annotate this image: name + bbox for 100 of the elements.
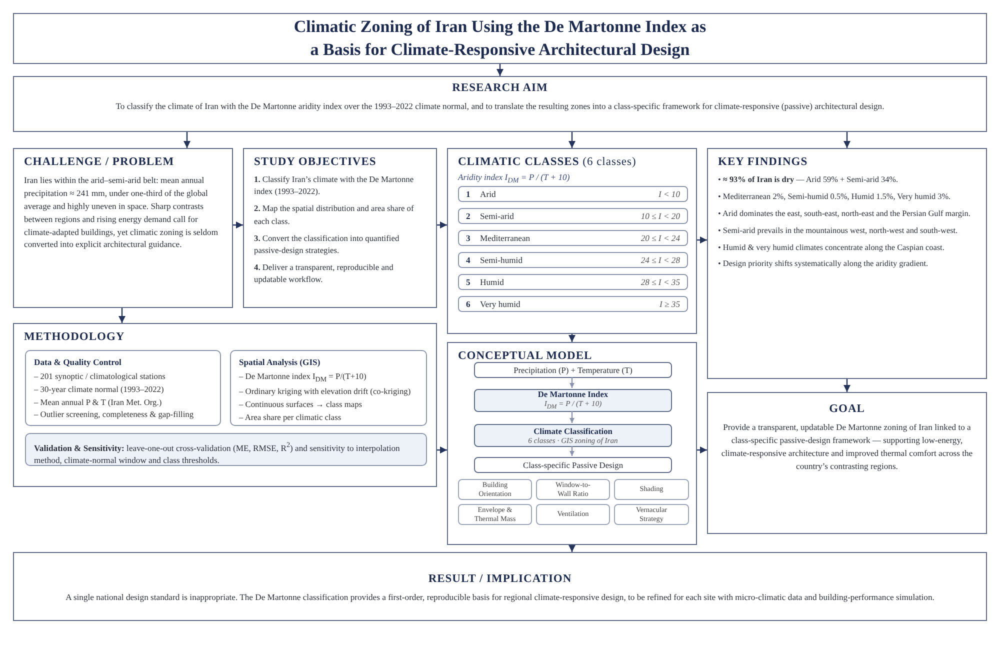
body-text: A single national design standard is inappropriate. The De Martonne classification provides a first-order, reproducible basis for regional climate-responsive design, to be refined for each site with micro-climatic data and building-performance simulation. (64, 591, 936, 604)
list-item: • Semi-arid prevails in the mountainous west, north-west and south-west. (718, 224, 959, 237)
list-item: • ≈ 93% of Iran is dry — Arid 59% + Semi-arid 34%. (718, 174, 900, 186)
list-item: • Design priority shifts systematically along the aridity gradient. (718, 258, 930, 270)
section-heading: KEY FINDINGS (718, 156, 809, 168)
class-row (458, 296, 688, 312)
class-number: 5 (466, 277, 472, 287)
list-item: – 30-year climate normal (1993–2022) (34, 384, 165, 396)
strategy-box (458, 504, 532, 525)
strategy-box (614, 504, 689, 525)
findings-panel (707, 148, 987, 379)
class-number: 4 (466, 255, 472, 265)
data-card (25, 350, 221, 426)
classification-box (474, 424, 672, 447)
section-heading: RESULT / IMPLICATION (427, 573, 573, 585)
class-number: 3 (466, 233, 472, 243)
list-item: 3. Convert the classification into quantified passive-design strategies. (254, 232, 400, 257)
list-item: – Continuous surfaces → class maps (239, 399, 364, 411)
section-heading: CHALLENGE / PROBLEM (24, 156, 176, 168)
problem-panel (13, 148, 233, 308)
list-item: – De Martonne index I$_{DM}$ = P/(T+10) (239, 371, 368, 386)
list-item: – Ordinary kriging with elevation drift (co-kriging) (239, 386, 412, 398)
body-text: To classify the climate of Iran with the De Martonne aridity index over the 1993–2022 climate normal, and to translate the resulting zones into a class-specific framework for climate-responsive (passive) architectural design. (114, 100, 886, 113)
strategy-box (536, 504, 610, 525)
card-heading: Spatial Analysis (GIS) (239, 357, 322, 367)
index-range: 28 ≤ I < 35 (640, 277, 680, 287)
title-box (13, 13, 987, 64)
arrow (496, 64, 504, 76)
list-item: 2. Map the spatial distribution and area share of each class. (254, 203, 415, 228)
index-range: 20 ≤ I < 24 (640, 233, 680, 243)
goal-panel (707, 392, 987, 534)
list-item: – Mean annual P & T (Iran Met. Org.) (34, 396, 163, 408)
arrow (118, 308, 126, 323)
classes-panel (447, 148, 697, 334)
class-row (458, 252, 688, 268)
model-panel (447, 342, 697, 545)
index-range: I ≥ 35 (660, 299, 680, 309)
section-heading: CLIMATIC CLASSES (6 classes) (458, 156, 638, 168)
box-title: Class-specific Passive Design (522, 460, 624, 470)
arrow (570, 377, 574, 388)
note-text: Validation & Sensitivity: leave-one-out cross-validation (ME, RMSE, R$^{2}$) and sensitivity to interpolation method, climate-normal window and class thresholds. (34, 440, 401, 466)
strategy-box (536, 479, 610, 500)
class-row (458, 186, 688, 202)
arrow (437, 222, 447, 228)
card-heading: Data & Quality Control (34, 357, 122, 367)
box-title: De Martonne Index (538, 390, 608, 400)
class-name: Very humid (480, 299, 522, 309)
result-panel (13, 552, 987, 621)
class-name: Semi-humid (480, 255, 524, 265)
class-row (458, 230, 688, 246)
design-box (474, 457, 672, 473)
section-heading: CONCEPTUAL MODEL (458, 350, 594, 362)
list-item: – Area share per climatic class (239, 412, 342, 424)
arrow (697, 446, 707, 454)
formula-text: Aridity index I$_{DM}$ = P / (T + 10) (458, 172, 571, 185)
class-name: Humid (480, 277, 505, 287)
analysis-card (230, 350, 427, 426)
strategy-box (614, 479, 689, 500)
body-text: Iran lies within the arid–semi-arid belt: mean annual precipitation ≈ 241 mm, under one-third of the global average and highly uneven in space. Sharp contrasts between regions and rising energy demand call for climate-adapted buildings, yet climatic zoning is seldom converted into explicit architectural guidance. (24, 174, 220, 252)
section-heading: STUDY OBJECTIVES (254, 156, 378, 168)
validation-card (25, 433, 427, 466)
arrow (570, 446, 574, 456)
input-box (474, 362, 672, 378)
index-range: 10 ≤ I < 20 (640, 211, 680, 221)
methodology-panel (13, 323, 437, 487)
class-row (458, 274, 688, 290)
list-item: 4. Deliver a transparent, reproducible and updatable workflow. (254, 262, 394, 286)
arrow (233, 222, 243, 228)
arrow (568, 334, 576, 342)
arrow (844, 379, 850, 392)
index-range: 24 ≤ I < 28 (640, 255, 680, 265)
class-number: 6 (466, 299, 472, 309)
list-item: • Humid & very humid climates concentrate along the Caspian coast. (718, 242, 946, 254)
arrow (184, 132, 190, 148)
arrow (437, 446, 447, 454)
aim-panel (13, 76, 987, 132)
class-number: 1 (466, 189, 472, 199)
index-range: I < 10 (658, 189, 680, 199)
class-name: Arid (480, 189, 497, 199)
class-row (458, 208, 688, 224)
list-item: 1. Classify Iran’s climate with the De Martonne index (1993–2022). (254, 174, 415, 198)
arrow (568, 545, 576, 552)
arrow (568, 132, 576, 148)
section-heading: RESEARCH AIM (451, 82, 549, 94)
arrow (697, 236, 707, 244)
section-heading: GOAL (828, 403, 866, 415)
arrow (844, 132, 850, 148)
class-name: Mediterranean (480, 233, 532, 243)
body-text: Provide a transparent, updatable De Martonne zoning of Iran linked to a class-specific passive-design framework — supporting low-energy, climate-responsive architecture and improved thermal comfort across the country’s contrasting regions. (720, 421, 974, 473)
strategy-box (458, 479, 532, 500)
class-number: 2 (466, 211, 472, 221)
section-heading: METHODOLOGY (24, 331, 126, 343)
objectives-panel (243, 148, 437, 308)
arrow (570, 411, 574, 423)
class-name: Semi-arid (480, 211, 515, 221)
box-title: Precipitation (P) + Temperature (T) (514, 366, 632, 374)
list-item: • Arid dominates the east, south-east, north-east and the Persian Gulf margin. (718, 208, 972, 220)
index-box (474, 389, 672, 412)
heading-text: Climatic Zoning of Iran Using the De Martonne Index as a Basis for Climate-Responsive Architectural Design (292, 16, 708, 61)
list-item: • Mediterranean 2%, Semi-humid 0.5%, Humid 1.5%, Very humid 3%. (718, 190, 952, 203)
